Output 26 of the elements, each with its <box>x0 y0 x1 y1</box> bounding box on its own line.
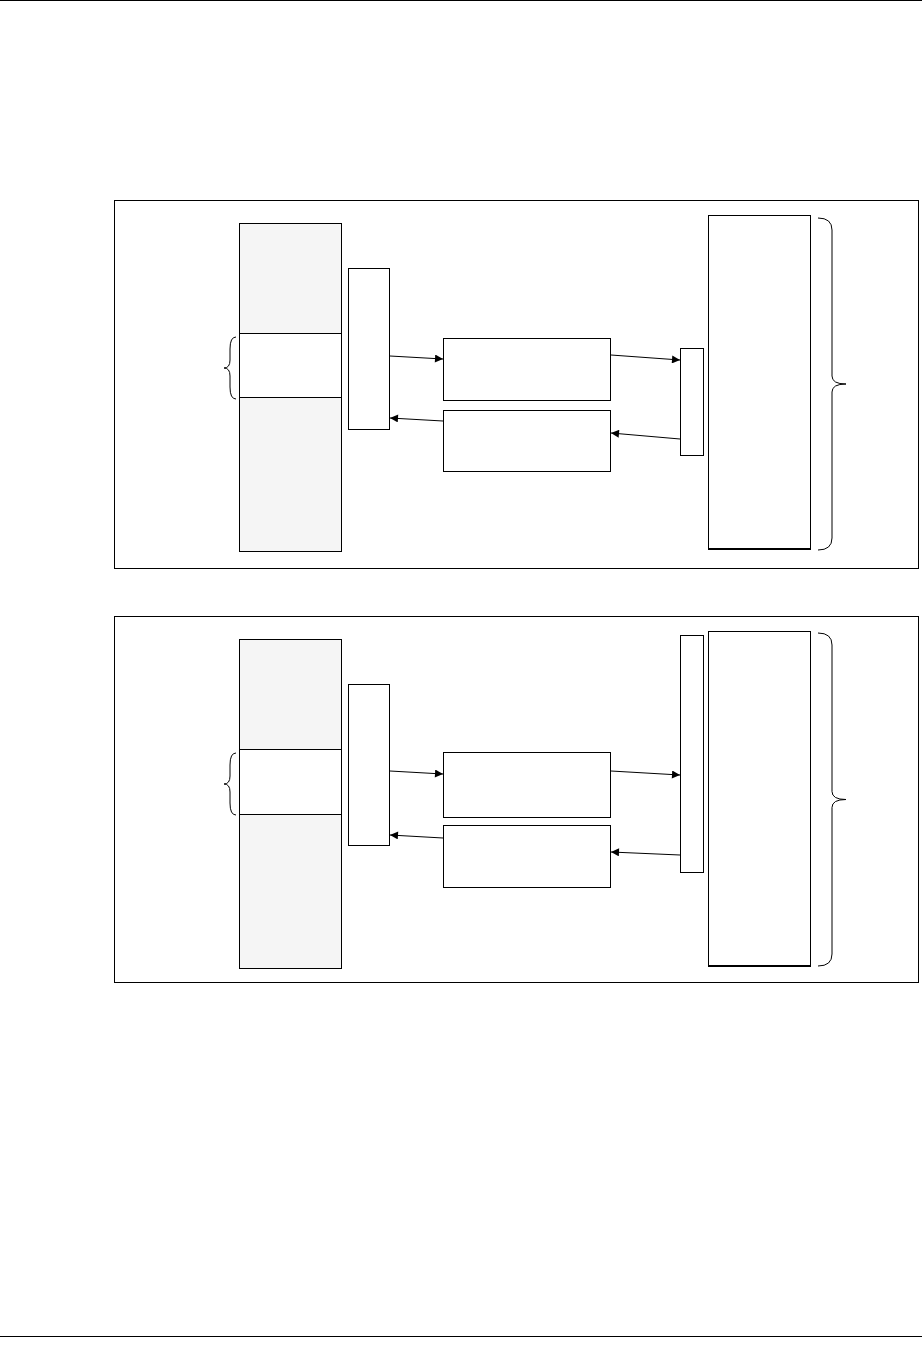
arrow <box>389 414 444 423</box>
narrow-rectangle <box>680 348 704 456</box>
arrow <box>610 354 681 364</box>
column-segment <box>239 749 342 815</box>
outer-frame <box>114 616 919 983</box>
column-segment <box>239 397 342 552</box>
tall-rectangle <box>708 631 811 967</box>
narrow-rectangle <box>680 635 704 873</box>
arrow <box>610 848 681 857</box>
rectangle <box>443 825 611 888</box>
tall-rectangle <box>708 215 811 550</box>
rectangle <box>443 410 611 472</box>
arrow <box>389 769 444 778</box>
arrow <box>610 770 681 779</box>
arrow <box>389 831 444 840</box>
narrow-rectangle <box>348 684 390 846</box>
rectangle <box>443 338 611 401</box>
rectangle <box>443 752 611 818</box>
arrow <box>389 354 444 363</box>
column-segment <box>239 223 342 334</box>
narrow-rectangle <box>348 268 390 430</box>
column-segment <box>239 814 342 969</box>
arrow <box>610 429 681 440</box>
column-segment <box>239 333 342 398</box>
column-segment <box>239 639 342 750</box>
outer-frame <box>114 200 919 569</box>
